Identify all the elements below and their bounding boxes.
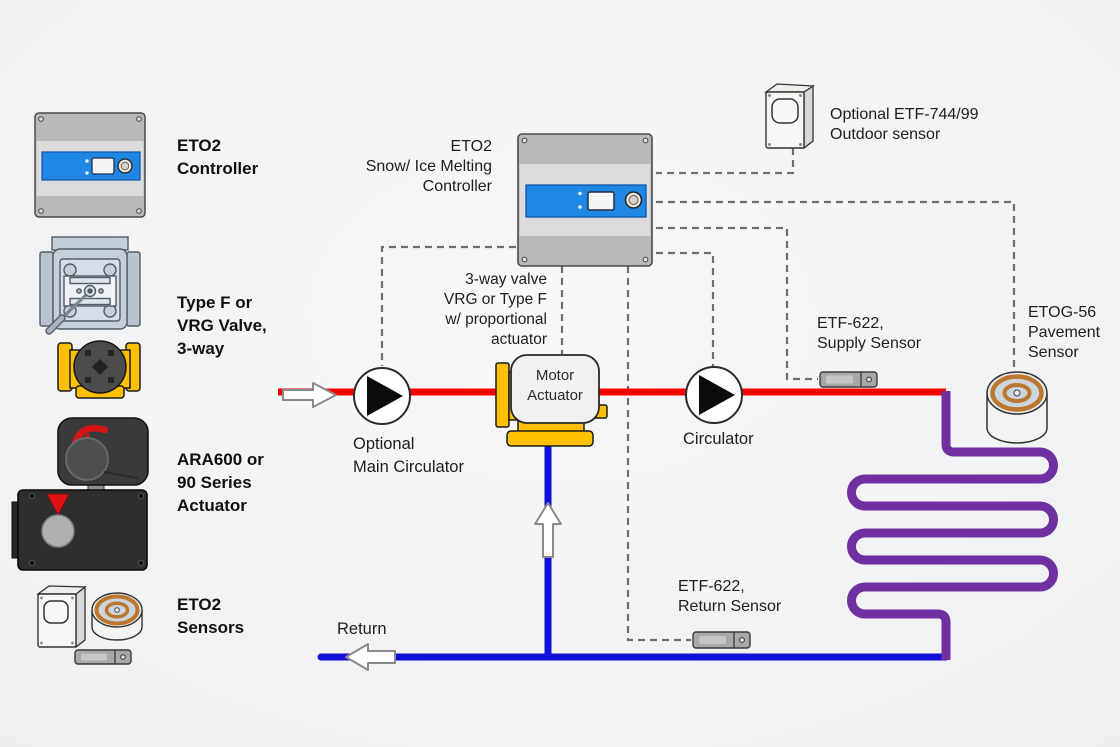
main-circulator-label: Optional Main Circulator: [353, 435, 464, 476]
motor-actuator-body: [510, 354, 600, 424]
wire-main-circulator: [380, 245, 516, 366]
legend-ara600-actuator: [57, 417, 149, 492]
central-controller: [517, 133, 653, 267]
motor-actuator-valve: [495, 354, 608, 447]
valve-label: 3-way valve VRG or Type F w/ proportiona…: [443, 271, 547, 348]
legend-label-controller: ETO2 Controller: [177, 136, 259, 178]
main-circulator-pump: [353, 367, 411, 425]
supply-sensor: [819, 371, 878, 388]
wire-pavement-sensor: [656, 200, 1016, 371]
legend-eto2-controller: [34, 112, 146, 218]
legend-steel-valve: [39, 236, 141, 335]
legend-outdoor-sensor-box: [37, 593, 77, 648]
circulator-pump: [685, 366, 743, 424]
legend-90series-actuator: [11, 489, 148, 571]
legend-sensors: [36, 585, 143, 665]
motor-actuator-label: Motor Actuator: [527, 367, 583, 404]
heating-coil: [847, 391, 1058, 660]
wire-circulator: [656, 251, 715, 366]
supply-sensor-label: ETF-622, Supply Sensor: [817, 315, 922, 352]
legend-strap-sensor: [74, 649, 132, 665]
controller-label: ETO2 Snow/ Ice Melting Controller: [365, 138, 492, 195]
legend-label-actuator: ARA600 or 90 Series Actuator: [177, 450, 264, 515]
return-left-arrow: [345, 643, 396, 671]
return-up-arrow: [534, 502, 562, 558]
circulator-label: Circulator: [683, 430, 754, 448]
return-flow-label: Return: [337, 620, 387, 638]
wire-outdoor-sensor: [656, 148, 795, 175]
legend-label-valve: Type F or VRG Valve, 3-way: [177, 293, 267, 358]
flow-arrows: [282, 382, 562, 671]
supply-flow-arrow: [282, 382, 337, 408]
return-sensor: [692, 631, 751, 649]
wire-supply-sensor: [656, 226, 818, 381]
outdoor-sensor: [764, 83, 815, 150]
pavement-sensor-label: ETOG-56 Pavement Sensor: [1028, 304, 1101, 361]
pavement-sensor: [986, 371, 1048, 444]
outdoor-sensor-label: Optional ETF-744/99 Outdoor sensor: [830, 106, 979, 143]
legend-yellow-valve: [57, 340, 141, 399]
return-sensor-label: ETF-622, Return Sensor: [678, 578, 782, 615]
legend-label-sensors: ETO2 Sensors: [177, 595, 245, 637]
